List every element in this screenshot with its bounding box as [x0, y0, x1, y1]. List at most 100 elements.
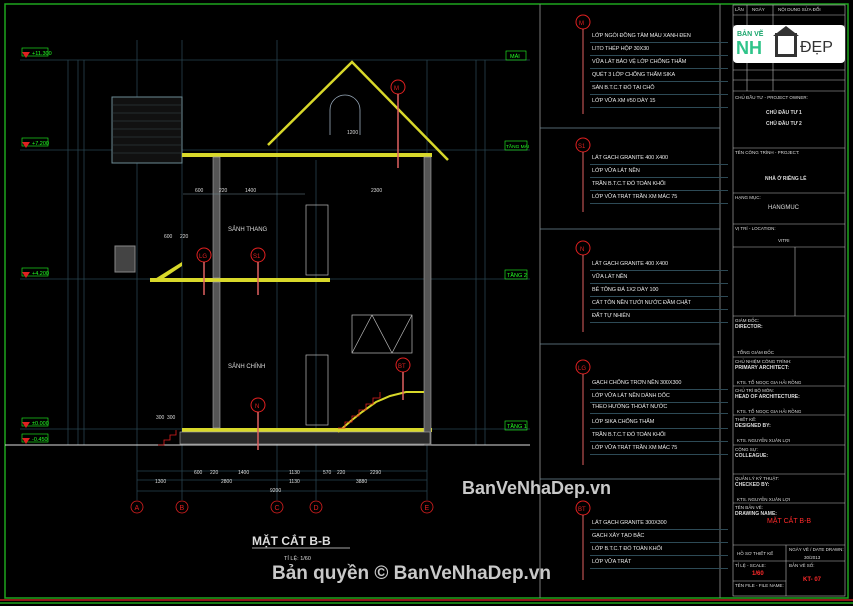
pm-en: PRIMARY ARCHITECT: — [735, 365, 789, 371]
drawing-scale: TỈ LỆ: 1/60 — [284, 554, 311, 562]
note-line: THEO HƯỚNG THOÁT NƯỚC — [589, 404, 729, 414]
note-line: LÁT GẠCH GRANITE 400 X400 — [590, 261, 728, 271]
dim-text: 1130 — [289, 479, 300, 485]
project-value: NHÀ Ở RIÊNG LẺ — [765, 176, 807, 182]
walls — [179, 156, 432, 446]
note-line: LỚP VỮA TRÁT — [589, 559, 729, 569]
sheet-label: BẢN VẼ SỐ: — [789, 563, 815, 568]
item-label: HẠNG MỤC: — [735, 195, 761, 200]
note-line: LÁT GẠCH GRANITE 400 X400 — [590, 155, 728, 165]
director-label: GIÁM ĐỐC: — [735, 318, 760, 323]
level-tag: TẦNG 1 — [507, 423, 527, 430]
dim-text: 1130 — [289, 470, 300, 476]
note-line: LITO THÉP HỘP 30X30 — [589, 46, 729, 56]
room-label: SẢNH THANG — [228, 226, 268, 233]
upper-dimensions: 600 220 1400 2300 1200 600 220 300 300 — [156, 130, 382, 421]
house-roof-icon — [773, 26, 799, 36]
date-label: NGÀY VẼ / DATE DRAWN: — [789, 547, 844, 552]
tiled-roof-left — [111, 96, 183, 164]
file-label: HỒ SƠ THIẾT KẾ — [737, 551, 774, 556]
scale-label: TỈ LỆ - SCALE: — [735, 563, 766, 568]
checker-label: QUẢN LÝ KỸ THUẬT: — [735, 476, 779, 481]
note-line: TRẦN B.T.C.T ĐỔ TOÀN KHỐI — [590, 432, 728, 442]
location-label: VỊ TRÍ - LOCATION: — [735, 226, 776, 231]
note-line: LỚP VỮA TRÁT TRẦN XM MÁC 75 — [589, 194, 729, 204]
brand-logo: BẢN VẼ NH ĐẸP — [733, 25, 845, 63]
dim-text: 2300 — [371, 188, 382, 194]
dim-text: 220 — [219, 188, 228, 194]
project-label: TÊN CÔNG TRÌNH - PROJECT: — [735, 150, 800, 155]
filename-label: TÊN FILE - FILE NAME: — [735, 583, 784, 588]
roof-tile-pattern — [112, 104, 182, 154]
lead-label: CHỦ TRÌ BỘ MÔN: — [735, 388, 774, 393]
callout-label: LG — [199, 254, 207, 260]
drafter-en: COLLEAGUE: — [735, 453, 769, 459]
location-value: VITRI — [778, 238, 790, 243]
level-label: +11.300 — [32, 51, 52, 57]
dim-text: 9200 — [270, 488, 281, 494]
slab-cantilever — [150, 262, 182, 282]
level-tag: MÁI — [510, 53, 520, 60]
axis-label: C — [275, 505, 280, 512]
drawing-name-label: TÊN BẢN VẼ: — [735, 505, 764, 510]
drawing-name-en: DRAWING NAME: — [735, 511, 777, 517]
axis-label: B — [180, 505, 185, 512]
entry-steps — [158, 430, 177, 446]
note-line: LỚP B.T.C.T ĐỔ TOÀN KHỐI — [589, 546, 729, 556]
logo-text-top: BẢN VẼ — [737, 31, 764, 38]
note-line: LỚP SIKA CHỐNG THẤM — [589, 419, 729, 429]
doors — [305, 204, 413, 426]
sheet-frame — [4, 3, 849, 599]
level-label: +7.200 — [32, 141, 49, 147]
designer-label: THIẾT KẾ: — [735, 417, 757, 422]
axis-label: D — [314, 505, 319, 512]
rev-header: NGÀY — [752, 7, 765, 12]
callout-label: S1 — [253, 254, 261, 260]
note-line: ĐẤT TỰ NHIÊN — [590, 313, 728, 323]
note-line: LỚP VỮA TRÁT TRẦN XM MÁC 75 — [589, 445, 729, 455]
pm-name: KTS. TỔ NGỌC GIA HẢI RỒNG — [737, 380, 802, 385]
dim-text: 300 — [156, 415, 165, 421]
logo-text-end: ĐẸP — [800, 39, 833, 56]
level-markers-left: +11.300 +7.200 +4.200 ±0.000 -0.450 — [21, 47, 52, 444]
rev-header: LẦN — [735, 7, 744, 12]
drawing-title: MẶT CẮT B-B — [252, 533, 331, 548]
note-line: CÁT TÔN NỀN TƯỚI NƯỚC ĐẦM CHẶT — [590, 300, 728, 310]
dim-text: 1400 — [238, 470, 249, 476]
note-tag: M — [579, 21, 584, 27]
dim-text: 1400 — [245, 188, 256, 194]
pm-label: CHỦ NHIỆM CÔNG TRÌNH: — [735, 359, 792, 364]
level-label: ±0.000 — [32, 421, 49, 427]
dim-text: 300 — [167, 415, 176, 421]
drafter-label: CỘNG SỰ: — [735, 447, 758, 452]
floor-slabs — [150, 153, 432, 432]
stair-steps — [338, 392, 381, 429]
checker-name: KTS. NGUYỄN XUÂN LỢI — [737, 497, 791, 502]
date-value: 30/2013 — [804, 555, 821, 560]
dim-text: 1200 — [347, 130, 358, 136]
level-tag: TẦNG 2 — [507, 272, 527, 279]
note-line: LỚP VỮA LÁT NỀN DÁNH DỐC — [590, 393, 728, 403]
callout-label: BT — [398, 364, 406, 370]
owner-value: CHỦ ĐẦU TƯ 2 — [766, 121, 802, 127]
watermark-center: BanVeNhaDep.vn — [462, 478, 612, 498]
axis-bubbles: A B C D E — [130, 500, 434, 514]
dim-text: 600 — [195, 188, 204, 194]
stair-flight — [337, 391, 424, 433]
note-tag: BT — [578, 507, 586, 513]
watermark-bottom: Bản quyền © BanVeNhaDep.vn — [272, 563, 552, 584]
dim-text: 2800 — [221, 479, 232, 485]
note-tag: LG — [578, 366, 586, 372]
level-label: -0.450 — [32, 437, 48, 443]
note-line: VỮA LÁT NỀN — [589, 274, 730, 284]
gable-roof — [267, 60, 449, 161]
roof-arch-window — [329, 94, 361, 135]
level-tags-right: MÁI TẦNG MÁI TẦNG 2 TẦNG 1 — [504, 50, 529, 431]
owner-value: CHỦ ĐẦU TƯ 1 — [766, 110, 802, 116]
callout-label: M — [394, 86, 399, 92]
dim-text: 220 — [180, 234, 189, 240]
note-line: LỚP NGÓI ĐỒNG TÂM MÀU XANH ĐEN — [590, 33, 728, 43]
note-line: SÀN B.T.C.T ĐỔ TẠI CHỖ — [589, 85, 729, 95]
note-line: TRẦN B.T.C.T ĐỔ TOÀN KHỐI — [590, 181, 728, 191]
